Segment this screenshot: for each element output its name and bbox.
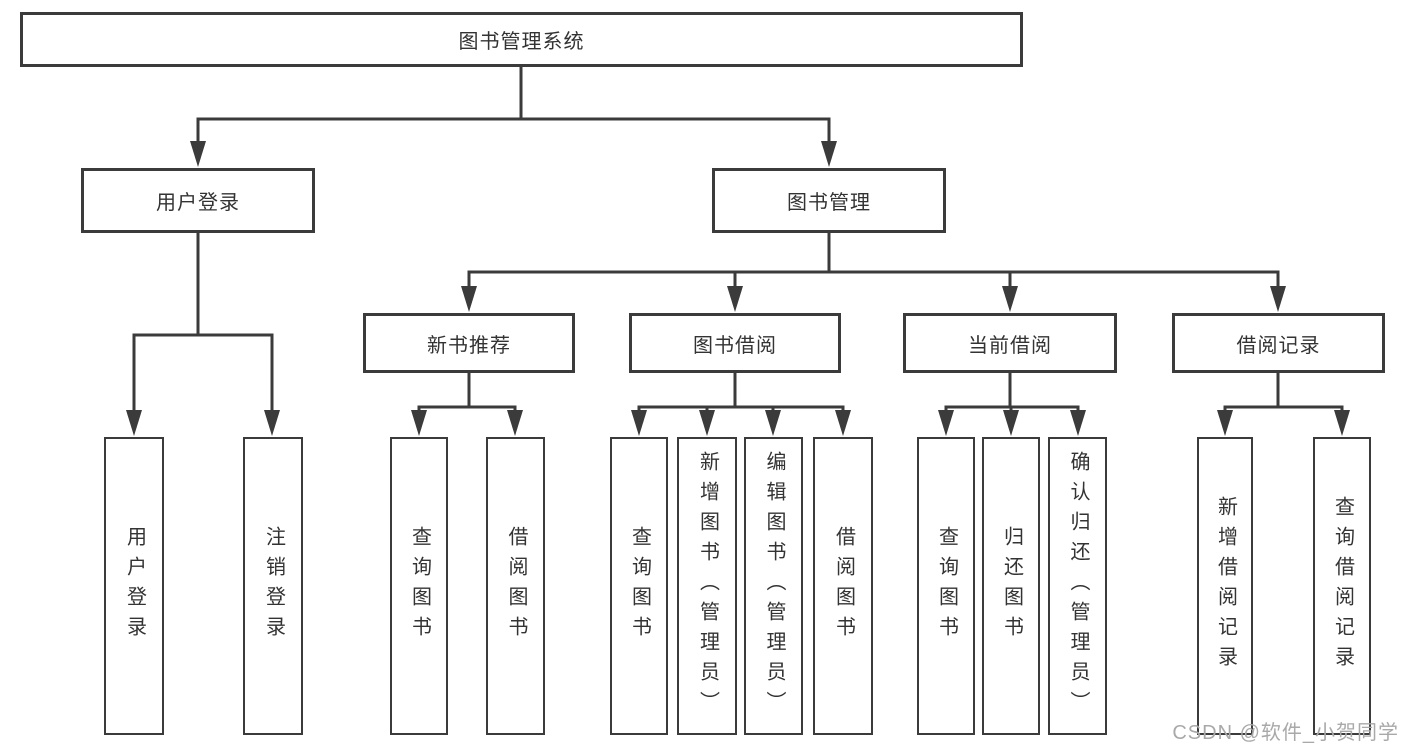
arrow-down-icons [126, 141, 1350, 436]
node-label: 借阅记录 [1236, 334, 1321, 357]
node-label: 确认归还（管理员） [1067, 451, 1089, 721]
leaf-query-books-borrow: 查询图书 [610, 437, 668, 735]
node-borrow-records: 借阅记录 [1172, 313, 1385, 373]
node-label: 借阅图书 [832, 526, 855, 646]
leaf-query-borrow-record: 查询借阅记录 [1313, 437, 1371, 735]
node-label: 查询图书 [935, 526, 958, 646]
node-book-management: 图书管理 [712, 168, 946, 233]
leaf-return-books: 归还图书 [982, 437, 1040, 735]
node-label: 用户登录 [156, 192, 240, 214]
node-label: 图书管理 [787, 192, 871, 214]
node-user-login: 用户登录 [81, 168, 315, 233]
node-label: 查询图书 [408, 526, 431, 646]
node-label: 查询借阅记录 [1331, 496, 1354, 676]
node-new-book-recommend: 新书推荐 [363, 313, 575, 373]
leaf-edit-books-admin: 编辑图书（管理员） [744, 437, 803, 735]
leaf-borrow-books: 借阅图书 [813, 437, 873, 735]
leaf-add-borrow-record: 新增借阅记录 [1197, 437, 1253, 735]
leaf-query-books-current: 查询图书 [917, 437, 975, 735]
leaf-query-books-recommend: 查询图书 [390, 437, 448, 735]
node-label: 新增图书（管理员） [696, 451, 719, 721]
node-current-borrow: 当前借阅 [903, 313, 1117, 373]
node-label: 图书管理系统 [458, 31, 585, 53]
node-label: 注销登录 [262, 526, 285, 646]
node-label: 新增借阅记录 [1214, 496, 1237, 676]
leaf-confirm-return-admin: 确认归还（管理员） [1048, 437, 1107, 735]
node-label: 图书借阅 [693, 334, 777, 357]
leaf-borrow-books-recommend: 借阅图书 [486, 437, 545, 735]
leaf-add-books-admin: 新增图书（管理员） [677, 437, 737, 735]
csdn-watermark: CSDN @软件_小贺同学 [1172, 722, 1399, 744]
node-label: 查询图书 [628, 526, 651, 646]
leaf-user-login: 用户登录 [104, 437, 164, 735]
leaf-logout: 注销登录 [243, 437, 303, 735]
node-label: 新书推荐 [427, 334, 511, 357]
node-label: 编辑图书（管理员） [763, 451, 785, 721]
node-library-management-system: 图书管理系统 [20, 12, 1023, 67]
node-book-borrow: 图书借阅 [629, 313, 841, 373]
node-label: 归还图书 [1000, 526, 1023, 646]
node-label: 借阅图书 [505, 526, 527, 646]
node-label: 当前借阅 [968, 334, 1052, 357]
node-label: 用户登录 [123, 526, 146, 646]
